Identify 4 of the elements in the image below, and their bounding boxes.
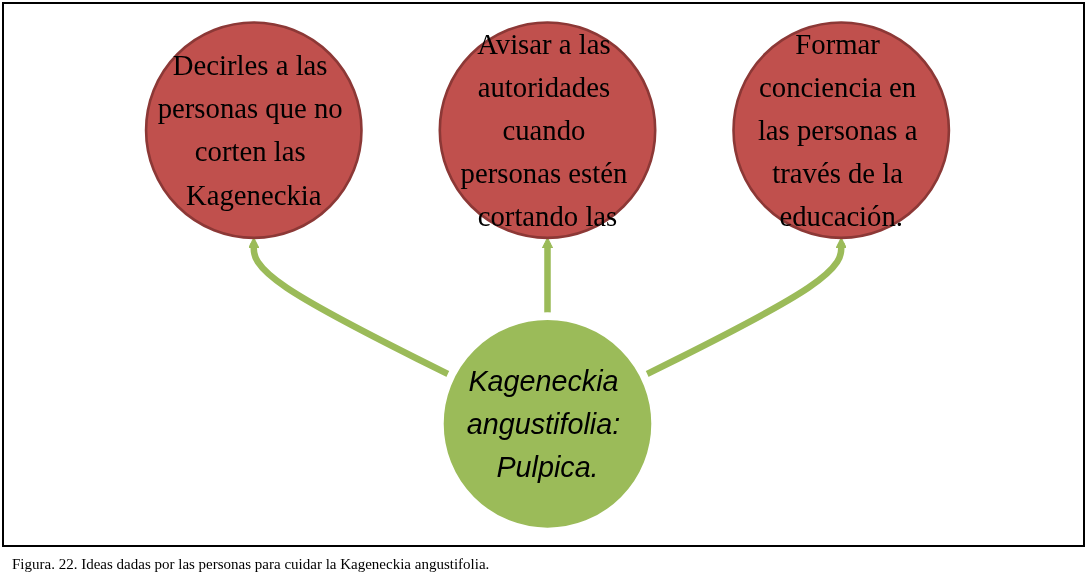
node-circle: Avisar a las autoridades cuando personas estén cortando las [438, 21, 657, 240]
node-circle: Decirles a las personas que no corten las Kageneckia [144, 21, 363, 240]
figure-caption: Figura. 22. Ideas dadas por las personas para cuidar la Kageneckia angustifolia. [12, 556, 490, 573]
node-circle: Formar conciencia en las personas a través de la educación. [732, 21, 951, 240]
